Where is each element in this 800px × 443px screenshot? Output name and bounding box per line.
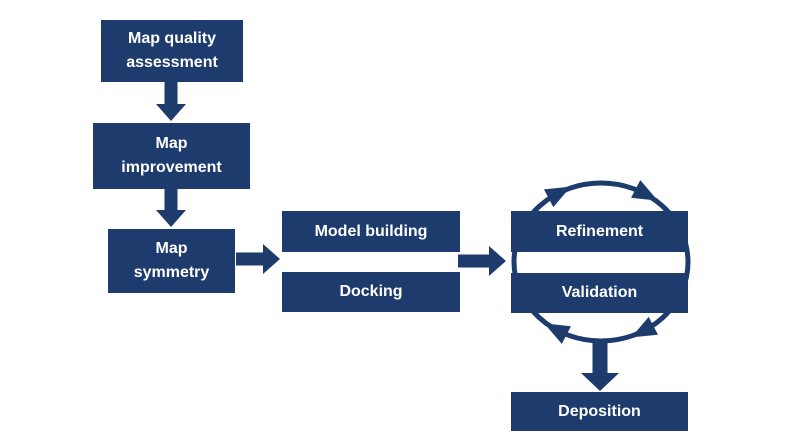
node-validation-label: Validation [561, 284, 638, 301]
node-map-symmetry-label: Map symmetry [133, 240, 210, 281]
arrow-assessment-to-improvement [156, 82, 186, 121]
cycle-arrowhead-bottom-right [631, 316, 658, 338]
node-map-improvement-label: Map improvement [121, 135, 222, 176]
refinement-validation-cycle [511, 180, 691, 344]
cycle-ellipse [511, 180, 691, 344]
node-docking-label: Docking [339, 283, 403, 300]
cycle-arrowhead-top-right [631, 180, 658, 201]
cycle-arrowhead-top-left [544, 186, 571, 208]
node-refinement-label: Refinement [555, 222, 644, 240]
arrow-cycle-to-deposition [581, 339, 619, 391]
node-validation: Validation [511, 273, 688, 313]
node-deposition: Deposition [511, 392, 688, 431]
node-deposition-label: Deposition [558, 402, 641, 420]
arrow-symmetry-to-modelbuilding [236, 244, 280, 274]
node-refinement: Refinement [511, 211, 688, 252]
arrow-modelbuilding-to-refinement [458, 246, 506, 276]
node-map-improvement: Map improvement [93, 123, 250, 189]
node-model-building: Model building [282, 211, 460, 252]
node-map-quality-assessment-label: Map quality assessment [126, 30, 218, 71]
node-model-building-label: Model building [314, 222, 428, 240]
cycle-arrowhead-bottom-left [544, 323, 571, 344]
node-map-quality-assessment: Map quality assessment [101, 20, 243, 82]
node-docking: Docking [282, 272, 460, 312]
node-map-symmetry: Map symmetry [108, 229, 235, 293]
arrow-improvement-to-symmetry [156, 189, 186, 227]
